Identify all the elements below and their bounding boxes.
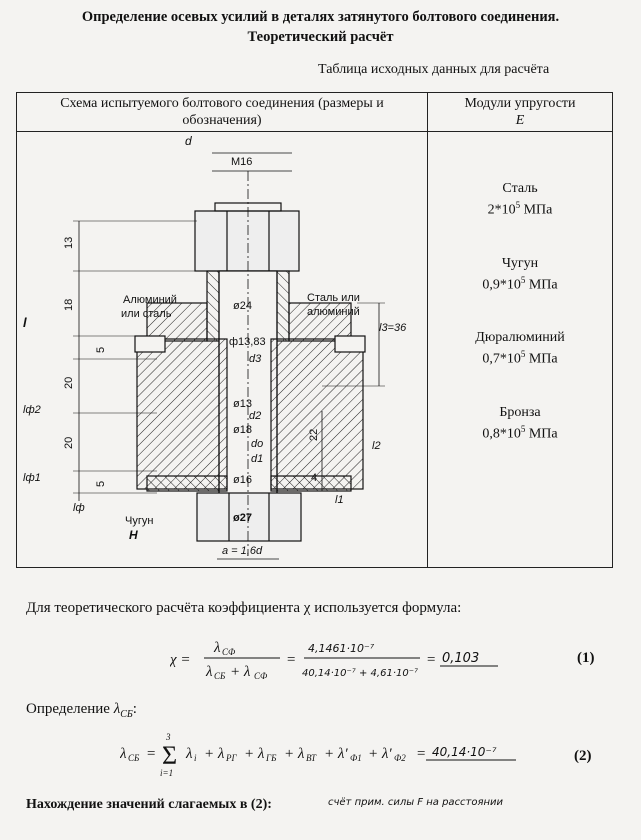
label-steel-right-1: Сталь или xyxy=(307,292,360,304)
svg-text:Ф2: Ф2 xyxy=(394,753,406,763)
label-H: H xyxy=(129,528,138,542)
label-steel-right-2: алюминий xyxy=(307,306,360,318)
handwritten-note: счёт прим. силы F на расстоянии xyxy=(328,797,504,808)
svg-text:СБ: СБ xyxy=(128,753,140,763)
para-1: Для теоретического расчёта коэффициента … xyxy=(26,600,462,616)
label-d2: d2 xyxy=(249,410,261,422)
svg-text:i: i xyxy=(194,753,197,763)
col1-header: Схема испытуемого болтового соединения (… xyxy=(60,96,384,128)
dim-5b: 5 xyxy=(95,481,107,487)
eq1-numerator: 4,1461·10⁻⁷ xyxy=(308,642,375,655)
svg-text:CФ: CФ xyxy=(254,671,268,681)
eq1-denominator: 40,14·10⁻⁷ + 4,61·10⁻⁷ xyxy=(302,668,418,679)
svg-text:λ: λ xyxy=(213,640,221,656)
label-lf1: lф1 xyxy=(23,472,41,484)
bolt-head xyxy=(196,492,302,542)
label-lf2: lф2 xyxy=(23,404,41,416)
label-l1: l1 xyxy=(335,494,344,506)
dim-m16: M16 xyxy=(231,156,252,168)
dim-13: 13 xyxy=(63,237,75,249)
label-a: a = 1,6d xyxy=(222,545,263,557)
svg-text:λ: λ xyxy=(120,746,127,762)
doc-subtitle: Теоретический расчёт xyxy=(247,29,394,45)
label-do: do xyxy=(251,438,263,450)
eq2-result: 40,14·10⁻⁷ xyxy=(432,745,497,759)
svg-text:=: = xyxy=(416,746,426,762)
svg-text:+ λ: + λ xyxy=(244,746,265,762)
label-chugun: Чугун xyxy=(125,515,153,527)
label-alum-left-1: Алюминий xyxy=(123,294,177,306)
svg-text:+ λ′: + λ′ xyxy=(324,746,348,762)
svg-text:Σ: Σ xyxy=(162,741,177,770)
label-d16: ø16 xyxy=(233,474,252,486)
dim-d-label: d xyxy=(185,134,192,148)
svg-text:χ =: χ = xyxy=(170,652,190,668)
nut xyxy=(194,210,300,272)
svg-text:i=1: i=1 xyxy=(160,768,173,778)
svg-text:РГ: РГ xyxy=(225,753,237,763)
data-table: Схема испытуемого болтового соединения (… xyxy=(16,92,613,568)
svg-text:λ: λ xyxy=(205,664,213,680)
dim-18: 18 xyxy=(63,299,75,311)
svg-text:CБ: CБ xyxy=(214,671,226,681)
label-d18: ø18 xyxy=(233,424,252,436)
para-3: Нахождение значений слагаемых в (2): xyxy=(26,797,272,812)
svg-text:=: = xyxy=(286,652,296,668)
svg-text:3: 3 xyxy=(165,732,171,742)
dim-20b: 20 xyxy=(63,437,75,449)
label-l2: l2 xyxy=(372,440,381,452)
eq1-number: (1) xyxy=(577,650,595,666)
label-d1383: ф13,83 xyxy=(229,336,266,348)
doc-title: Определение осевых усилий в деталях затя… xyxy=(81,9,560,25)
dim-5a: 5 xyxy=(95,347,107,353)
svg-text:ГБ: ГБ xyxy=(265,753,277,763)
svg-text:+ λ: + λ xyxy=(204,746,225,762)
svg-text:=: = xyxy=(146,746,156,762)
bolt-joint-drawing: d M16 13 18 5 20 20 5 22 4 l lф2 lф1 lф … xyxy=(23,134,407,560)
table-caption: Таблица исходных данных для расчёта xyxy=(318,62,550,77)
svg-text:ВТ: ВТ xyxy=(306,753,317,763)
label-d1: d1 xyxy=(251,453,263,465)
svg-text:=: = xyxy=(426,652,436,668)
svg-text:CФ: CФ xyxy=(222,647,236,657)
svg-text:+ λ′: + λ′ xyxy=(368,746,392,762)
eq1-result: 0,103 xyxy=(442,651,479,666)
label-l: l xyxy=(23,315,27,330)
dim-20a: 20 xyxy=(63,377,75,389)
para-2: Определение λСБ: xyxy=(26,701,137,720)
label-l3: l3=36 xyxy=(379,322,407,334)
dim-4: 4 xyxy=(311,472,317,484)
label-d3: d3 xyxy=(249,353,262,365)
svg-text:+ λ: + λ xyxy=(284,746,305,762)
label-d13: ø13 xyxy=(233,398,252,410)
label-alum-left-2: или сталь xyxy=(121,308,172,320)
col2-header-cell: Модули упругости E xyxy=(427,92,613,132)
svg-text:λ: λ xyxy=(185,746,193,762)
col2-header-symbol: E xyxy=(515,113,525,128)
label-lf: lф xyxy=(73,502,85,514)
col2-header: Модули упругости xyxy=(464,96,576,111)
label-d27: ø27 xyxy=(233,512,252,524)
svg-text:+ λ: + λ xyxy=(230,664,251,680)
col1-header-cell: Схема испытуемого болтового соединения (… xyxy=(16,92,428,132)
eq2-number: (2) xyxy=(574,748,592,764)
label-d24: ø24 xyxy=(233,300,252,312)
svg-text:Ф1: Ф1 xyxy=(350,753,362,763)
dim-22: 22 xyxy=(308,429,320,441)
